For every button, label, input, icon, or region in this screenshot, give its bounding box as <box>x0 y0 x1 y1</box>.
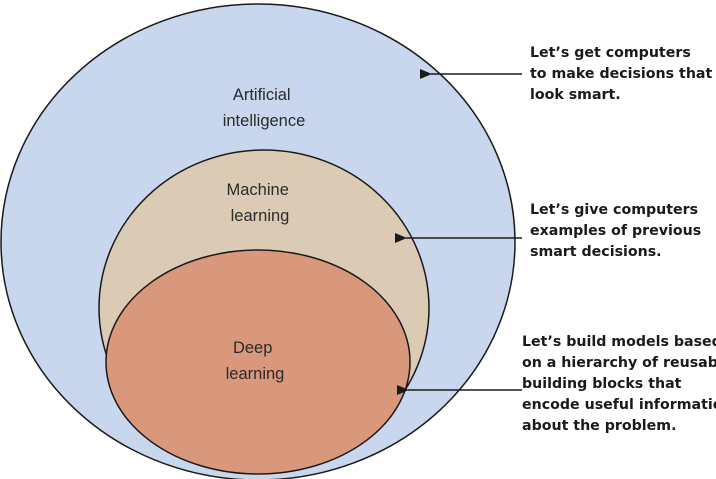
dl-circle <box>105 249 411 475</box>
dl-callout-text: Let’s build models based on a hierarchy … <box>522 334 716 434</box>
ai-label-line-1: Artificial <box>233 86 291 104</box>
dl-callout-line-3: building blocks that <box>522 376 682 392</box>
ml-callout-text: Let’s give computers examples of previou… <box>530 202 706 260</box>
dl-label: Deep learning <box>226 339 285 383</box>
dl-callout-line-1: Let’s build models based <box>522 334 716 350</box>
ai-callout-line-3: look smart. <box>530 87 621 103</box>
ml-label: Machine learning <box>227 181 294 225</box>
ml-label-line-2: learning <box>231 207 290 225</box>
ai-label-line-2: intelligence <box>223 112 306 130</box>
dl-callout-line-2: on a hierarchy of reusable <box>522 355 716 371</box>
ml-callout-line-1: Let’s give computers <box>530 202 698 218</box>
ai-callout-text: Let’s get computers to make decisions th… <box>530 45 716 103</box>
ml-label-line-1: Machine <box>227 181 289 199</box>
dl-callout-line-5: about the problem. <box>522 418 676 434</box>
ai-callout-line-2: to make decisions that <box>530 66 712 82</box>
ai-label: Artificial intelligence <box>223 86 306 130</box>
dl-label-line-2: learning <box>226 365 285 383</box>
dl-callout-line-4: encode useful information <box>522 397 716 413</box>
ml-callout-line-2: examples of previous <box>530 223 701 239</box>
ml-callout-line-3: smart decisions. <box>530 244 662 260</box>
ai-callout-line-1: Let’s get computers <box>530 45 691 61</box>
dl-label-line-1: Deep <box>233 339 272 357</box>
